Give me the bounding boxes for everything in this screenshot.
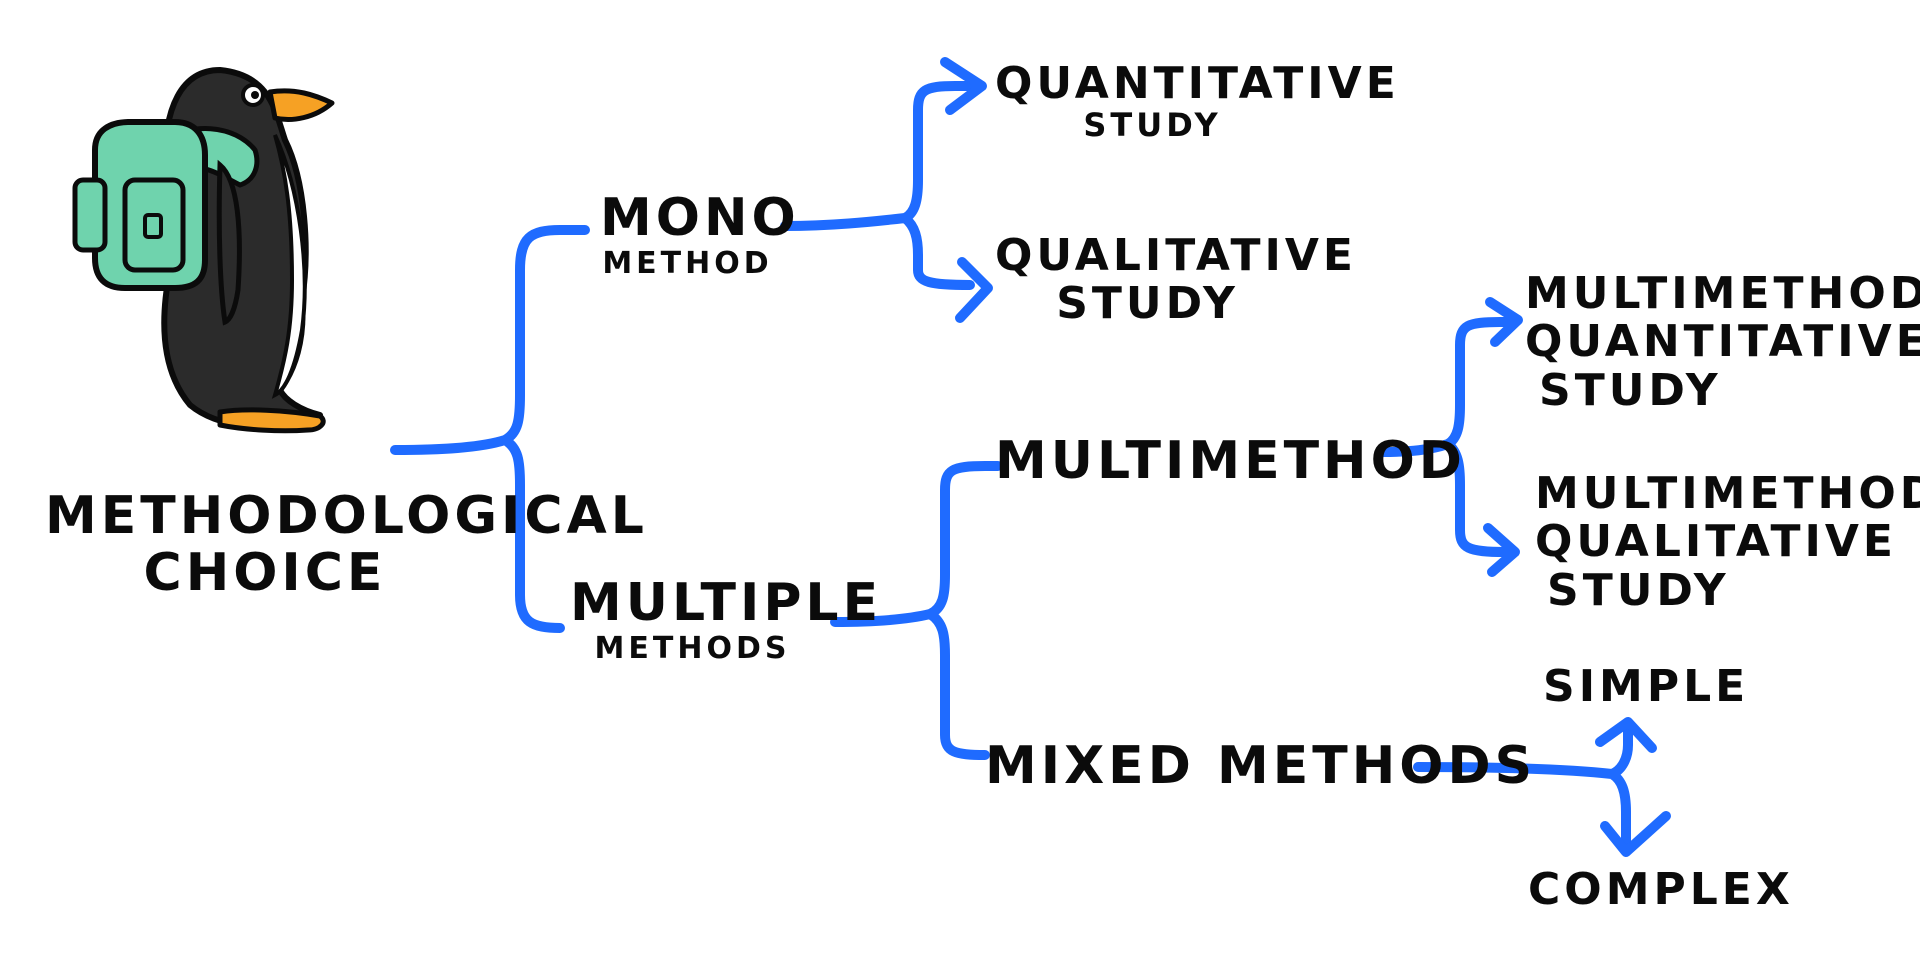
mono-method-node: MONO METHOD bbox=[600, 188, 800, 282]
backpack-side-pocket bbox=[72, 177, 108, 253]
qualitative-study-node: QUALITATIVE STUDY bbox=[995, 230, 1357, 330]
complex-arrowhead bbox=[1600, 811, 1671, 857]
quantitative-line2: STUDY bbox=[1083, 106, 1222, 145]
simple-node: SIMPLE bbox=[1543, 661, 1750, 712]
multimethod-qualitative-node: MULTIMETHOD QUALITATIVE STUDY bbox=[1535, 468, 1920, 616]
penguin-wing bbox=[216, 159, 242, 326]
root-label-line1: METHODOLOGICAL bbox=[45, 486, 648, 546]
mm-quant-line1: MULTIMETHOD bbox=[1525, 268, 1920, 319]
multiple-methods-line1: MULTIPLE bbox=[570, 573, 883, 633]
simple-arrowhead bbox=[1595, 717, 1657, 753]
multiple-methods-line2: METHODS bbox=[594, 631, 791, 667]
mono-method-line2: METHOD bbox=[602, 246, 773, 282]
mm-qual-arrowhead bbox=[1483, 523, 1520, 577]
multimethod-node: MULTIMETHOD bbox=[995, 431, 1466, 491]
quantitative-study-node: QUANTITATIVE STUDY bbox=[995, 58, 1400, 145]
root-label-line2: CHOICE bbox=[143, 543, 387, 604]
qualitative-line2: STUDY bbox=[1056, 278, 1239, 330]
penguin-beak bbox=[267, 88, 335, 122]
complex-node: COMPLEX bbox=[1528, 864, 1794, 915]
root-brace bbox=[390, 225, 590, 633]
penguin-pupil bbox=[251, 91, 259, 99]
qualitative-arrowhead bbox=[955, 257, 993, 323]
mono-method-line1: MONO bbox=[600, 188, 800, 248]
quantitative-line1: QUANTITATIVE bbox=[995, 58, 1400, 109]
penguin-foot bbox=[217, 407, 326, 434]
mm-qual-line3: STUDY bbox=[1547, 564, 1730, 616]
mm-quant-line2: QUANTITATIVE bbox=[1525, 316, 1920, 368]
mixed-connector bbox=[1413, 723, 1633, 855]
multimethod-quantitative-node: MULTIMETHOD QUANTITATIVE STUDY bbox=[1525, 268, 1920, 416]
root-label: METHODOLOGICAL CHOICE bbox=[45, 486, 648, 604]
mm-quant-line3: STUDY bbox=[1539, 364, 1722, 416]
multiple-methods-node: MULTIPLE METHODS bbox=[570, 573, 883, 667]
penguin-belly bbox=[271, 134, 307, 399]
quantitative-arrowhead bbox=[940, 57, 987, 115]
qualitative-line1: QUALITATIVE bbox=[995, 230, 1357, 281]
mm-quant-arrowhead bbox=[1485, 297, 1523, 347]
mixed-methods-node: MIXED METHODS bbox=[985, 736, 1537, 796]
penguin-with-backpack-icon bbox=[72, 67, 335, 434]
mono-brace bbox=[780, 81, 980, 290]
multiple-brace bbox=[830, 461, 1003, 760]
mm-qual-line1: MULTIMETHOD bbox=[1535, 468, 1920, 519]
multimethod-brace bbox=[1377, 317, 1520, 557]
mm-qual-line2: QUALITATIVE bbox=[1535, 516, 1897, 568]
backpack-buckle bbox=[143, 213, 163, 239]
backpack-front-pocket bbox=[122, 177, 186, 273]
